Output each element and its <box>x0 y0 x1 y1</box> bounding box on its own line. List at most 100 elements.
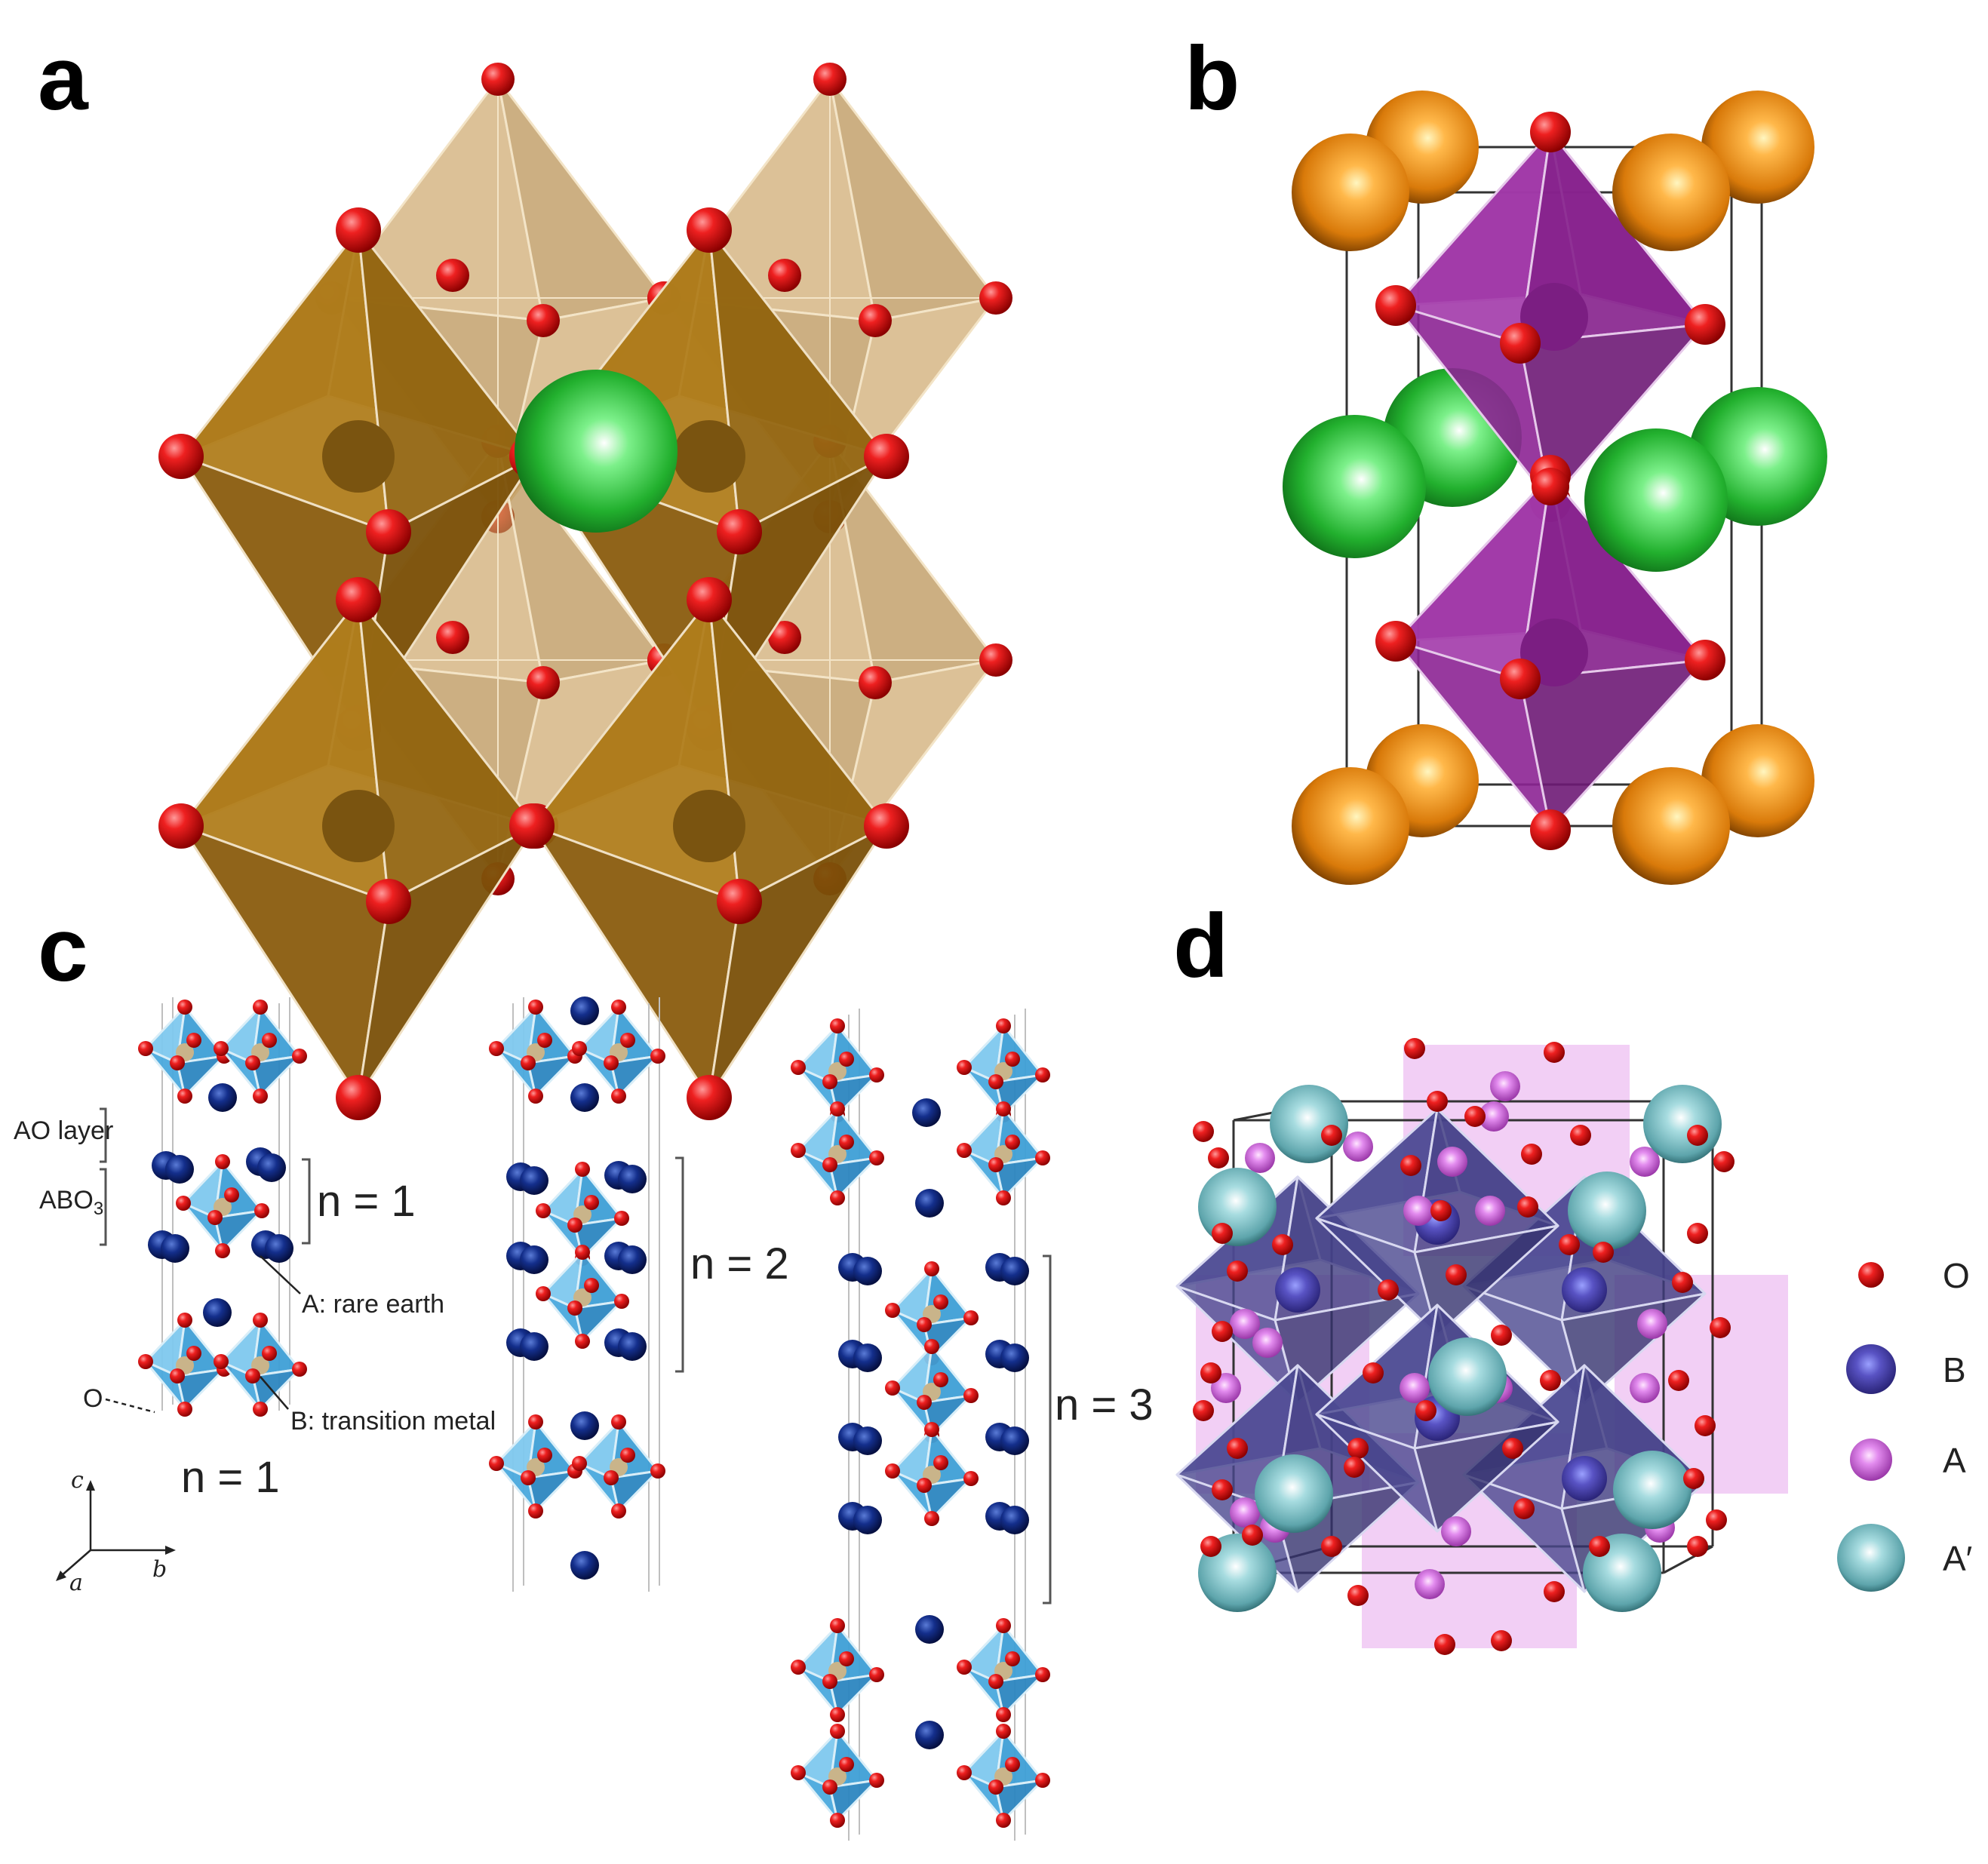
oxygen-atom <box>1589 1536 1610 1557</box>
octa-face <box>828 1673 878 1716</box>
oxygen-atom <box>768 259 801 292</box>
oxygen-atom <box>336 207 381 253</box>
oxygen-atom <box>996 1707 1011 1722</box>
n2-bracket <box>675 1156 684 1373</box>
o-site-arrow <box>105 1398 155 1414</box>
oxygen-atom <box>528 1414 543 1429</box>
oxygen-atom <box>996 1813 1011 1828</box>
oxygen-atom <box>864 434 909 479</box>
a-site-atom <box>1479 1101 1509 1132</box>
oxygen-atom <box>572 1456 587 1471</box>
oxygen-atom <box>864 803 909 849</box>
oxygen-atom <box>614 1211 629 1226</box>
rare-earth-atom <box>618 1165 647 1193</box>
oxygen-atom <box>963 1388 979 1403</box>
front-octahedron <box>158 577 558 1120</box>
oxygen-atom <box>830 1101 845 1116</box>
oxygen-atom <box>604 1055 619 1070</box>
rp-n1 <box>138 997 307 1417</box>
a-site-atom <box>1252 1328 1283 1358</box>
oxygen-atom <box>988 1157 1003 1172</box>
oxygen-atom <box>963 1310 979 1325</box>
oxygen-atom <box>963 1471 979 1486</box>
oxygen-atom <box>988 1780 1003 1795</box>
oxygen-atom <box>839 1757 854 1772</box>
oxygen-atom <box>567 1301 582 1316</box>
crystal-axes: c b a <box>56 1467 176 1596</box>
oxygen-atom <box>957 1060 972 1075</box>
rare-earth-atom <box>520 1166 548 1195</box>
octa-face <box>994 1156 1044 1199</box>
oxygen-atom <box>957 1660 972 1675</box>
oxygen-atom <box>1404 1038 1425 1059</box>
a-site-atom <box>1630 1147 1660 1177</box>
rare-earth-atom <box>853 1257 882 1285</box>
oxygen-atom <box>917 1395 932 1410</box>
oxygen-atom <box>481 63 515 96</box>
rp-structures <box>138 996 1050 1841</box>
oxygen-atom <box>1491 1325 1512 1346</box>
oxygen-atom <box>1035 1150 1050 1165</box>
oxygen-atom <box>1400 1155 1421 1176</box>
octa-face <box>610 1055 659 1098</box>
n1-bracket-label: n = 1 <box>317 1177 416 1226</box>
a-site-atom <box>1245 1143 1275 1173</box>
oxygen-atom <box>1208 1147 1229 1168</box>
oxygen-atom <box>620 1033 635 1048</box>
oxygen-atom <box>830 1813 845 1828</box>
oxygen-atom <box>214 1041 229 1056</box>
panel-b-tetragonal-cell: b <box>1185 28 1827 885</box>
octa-face <box>1519 323 1707 503</box>
a-site-atom <box>1441 1516 1471 1546</box>
oxygen-atom <box>1242 1525 1263 1546</box>
legend-label: A <box>1943 1441 1966 1480</box>
oxygen-atom <box>1430 1200 1452 1221</box>
rare-earth-atom <box>520 1245 548 1274</box>
legend-entry: A′ <box>1837 1524 1972 1592</box>
legend-entry: B <box>1846 1344 1966 1394</box>
octa-face <box>923 1477 972 1520</box>
oxygen-atom <box>1375 621 1416 662</box>
oxygen-atom <box>791 1765 806 1780</box>
oxygen-atom <box>253 1313 268 1328</box>
oxygen-atom <box>1491 1630 1512 1651</box>
a-site-atom <box>1403 1196 1433 1226</box>
b-site-atom <box>673 420 745 493</box>
a-site-atom <box>1630 1373 1660 1403</box>
rare-earth-atom <box>161 1234 189 1263</box>
a-site-atom <box>515 370 678 533</box>
a-site-label: A: rare earth <box>302 1290 444 1319</box>
oxygen-atom <box>830 1707 845 1722</box>
oxygen-atom <box>957 1765 972 1780</box>
oxygen-atom <box>176 1196 191 1211</box>
oxygen-atom <box>1272 1234 1293 1255</box>
oxygen-atom <box>885 1380 900 1396</box>
oxygen-atom <box>650 1049 665 1064</box>
rare-earth-atom <box>1000 1257 1029 1285</box>
legend-swatch <box>1846 1344 1896 1394</box>
a-site-atom <box>1415 1569 1445 1599</box>
legend-label: O <box>1943 1256 1970 1295</box>
a-site-atom <box>1637 1309 1667 1339</box>
oxygen-atom <box>1713 1151 1735 1172</box>
oxygen-atom <box>1415 1400 1436 1421</box>
oxygen-atom <box>245 1055 260 1070</box>
oxygen-atom <box>177 1000 192 1015</box>
n3-bracket <box>1043 1254 1052 1605</box>
oxygen-atom <box>611 1503 626 1519</box>
oxygen-atom <box>869 1667 884 1682</box>
oxygen-atom <box>1559 1234 1580 1255</box>
oxygen-atom <box>138 1354 153 1369</box>
legend-swatch <box>1837 1524 1905 1592</box>
oxygen-atom <box>1687 1536 1708 1557</box>
rare-earth-atom <box>570 1411 599 1440</box>
a-site-atom <box>1230 1309 1260 1339</box>
oxygen-atom <box>1532 468 1569 505</box>
oxygen-atom <box>996 1190 1011 1205</box>
rare-earth-atom <box>520 1332 548 1361</box>
b-corner-atom <box>1292 134 1409 251</box>
octa-face <box>828 1779 878 1822</box>
oxygen-atom <box>979 643 1012 677</box>
oxygen-atom <box>253 1000 268 1015</box>
